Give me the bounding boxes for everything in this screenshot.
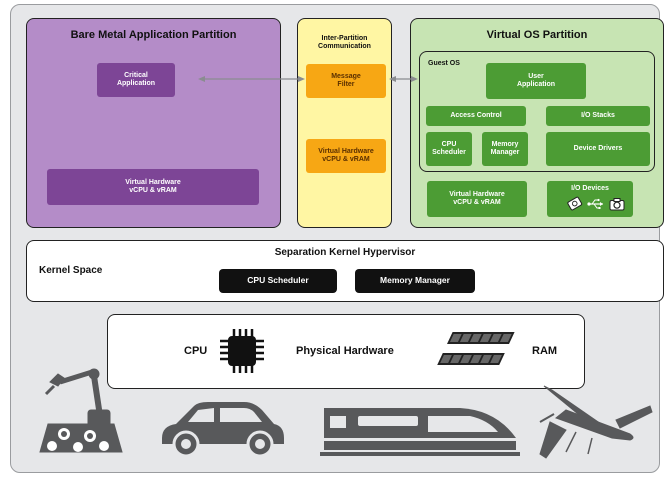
- camera-icon: [609, 198, 625, 211]
- inter-partition-virtual-hardware-box: Virtual Hardware vCPU & vRAM: [306, 139, 386, 173]
- virtual-os-partition: Virtual OS Partition Guest OS User Appli…: [410, 18, 664, 228]
- bare-metal-partition: Bare Metal Application Partition Critica…: [26, 18, 281, 228]
- train-icon: [320, 408, 520, 456]
- car-icon: [162, 402, 284, 458]
- usb-icon: [587, 198, 603, 209]
- message-filter-box: Message Filter: [306, 64, 386, 98]
- kernel-cpu-scheduler-box: CPU Scheduler: [219, 269, 337, 293]
- device-drivers-box: Device Drivers: [546, 132, 650, 166]
- guest-memory-manager-box: Memory Manager: [482, 132, 528, 166]
- inter-partition-title: Inter-Partition Communication: [318, 35, 371, 51]
- robot-arm-icon: [39, 368, 123, 453]
- guest-os-box: Guest OS User Application Access Control…: [419, 51, 655, 172]
- bare-metal-title: Bare Metal Application Partition: [70, 29, 237, 41]
- ram-module-icon: [437, 332, 515, 365]
- guest-cpu-scheduler-box: CPU Scheduler: [426, 132, 472, 166]
- io-stacks-box: I/O Stacks: [546, 106, 650, 126]
- virtual-os-virtual-hardware-box: Virtual Hardware vCPU & vRAM: [427, 181, 527, 217]
- bare-metal-virtual-hardware-box: Virtual Hardware vCPU & vRAM: [47, 169, 259, 205]
- critical-application-box: Critical Application: [97, 63, 175, 97]
- kernel-title: Separation Kernel Hypervisor: [274, 247, 416, 258]
- physical-hardware-title: Physical Hardware: [296, 345, 394, 357]
- io-devices-label: I/O Devices: [571, 185, 609, 192]
- ram-label: RAM: [532, 345, 558, 357]
- kernel-space-label: Kernel Space: [39, 265, 103, 276]
- guest-os-label: Guest OS: [428, 60, 460, 67]
- drone-icon: [539, 385, 653, 459]
- hard-drive-icon: [567, 196, 583, 211]
- io-devices-box: I/O Devices: [547, 181, 633, 217]
- user-application-box: User Application: [486, 63, 586, 99]
- cpu-label: CPU: [184, 345, 208, 357]
- cpu-chip-icon: [220, 329, 264, 373]
- virtual-os-title: Virtual OS Partition: [486, 29, 588, 41]
- physical-hardware-panel: CPU Physical Hardware RAM: [107, 314, 585, 389]
- kernel-memory-manager-box: Memory Manager: [355, 269, 475, 293]
- access-control-box: Access Control: [426, 106, 526, 126]
- inter-partition-panel: Inter-Partition Communication Message Fi…: [297, 18, 392, 228]
- kernel-space-panel: Separation Kernel Hypervisor Kernel Spac…: [26, 240, 664, 302]
